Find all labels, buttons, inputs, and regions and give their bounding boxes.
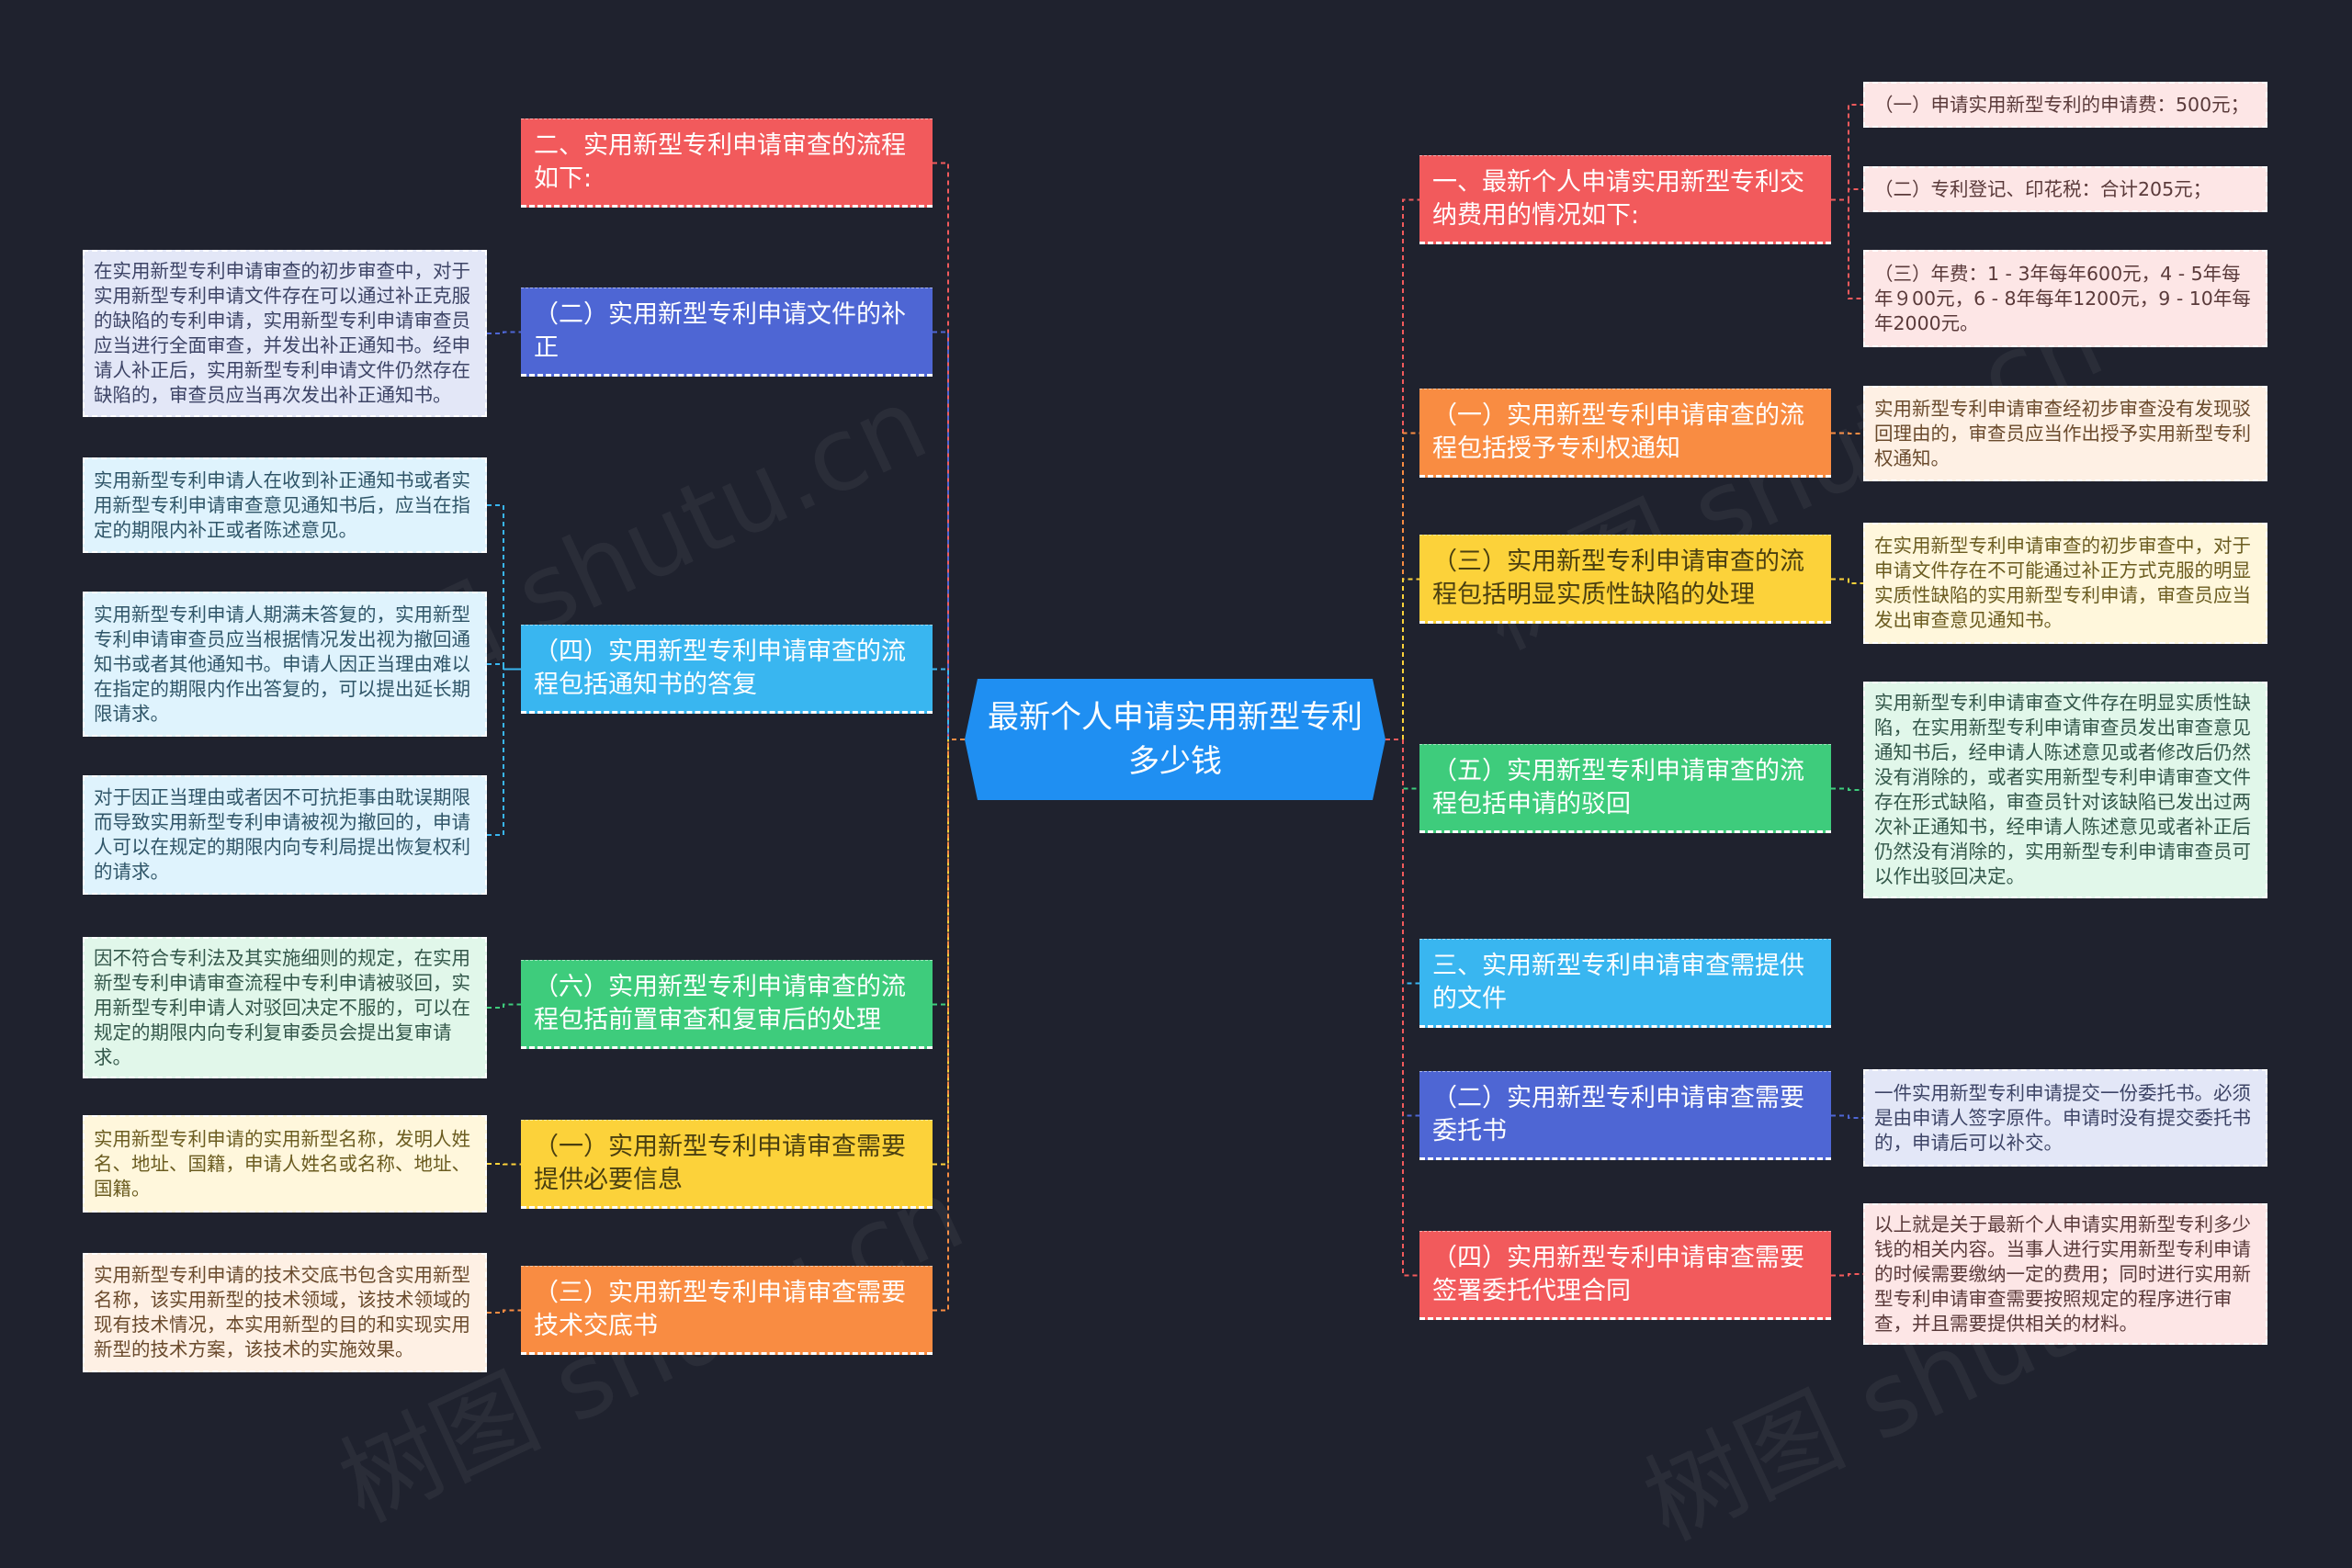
leaf-text: （二）专利登记、印花税：合计205元； xyxy=(1874,177,2212,200)
leaf-text: 对于因正当理由或者因不可抗拒事由耽误期限而导致实用新型专利申请被视为撤回的，申请… xyxy=(94,786,470,883)
leaf-summary[interactable]: 以上就是关于最新个人申请实用新型专利多少钱的相关内容。当事人进行实用新型专利申请… xyxy=(1863,1203,2267,1345)
leaf-restoration-request[interactable]: 对于因正当理由或者因不可抗拒事由耽误期限而导致实用新型专利申请被视为撤回的，申请… xyxy=(83,775,487,895)
leaf-text: （一）申请实用新型专利的申请费：500元； xyxy=(1874,93,2250,116)
branch-fees[interactable]: 一、最新个人申请实用新型专利交纳费用的情况如下: xyxy=(1419,155,1831,244)
branch-label: （一）实用新型专利申请审查的流程包括授予专利权通知 xyxy=(1432,400,1804,463)
leaf-correction-detail[interactable]: 在实用新型专利申请审查的初步审查中，对于实用新型专利申请文件存在可以通过补正克服… xyxy=(83,250,487,417)
branch-reexamination[interactable]: （六）实用新型专利申请审查的流程包括前置审查和复审后的处理 xyxy=(521,960,933,1049)
connector-line xyxy=(1831,104,1863,201)
leaf-annual-fee[interactable]: （三）年费：1 - 3年每年600元，4 - 5年每年９00元，6 - 8年每年… xyxy=(1863,250,2267,347)
leaf-rejection-detail[interactable]: 实用新型专利申请审查文件存在明显实质性缺陷，在实用新型专利申请审查员发出审查意见… xyxy=(1863,682,2267,898)
connector-line xyxy=(933,668,949,739)
connector-line xyxy=(1402,739,1419,1117)
connector-line xyxy=(1402,432,1419,739)
leaf-defect-detail[interactable]: 在实用新型专利申请审查的初步审查中，对于申请文件存在不可能通过补正方式克服的明显… xyxy=(1863,523,2267,644)
branch-document-correction[interactable]: （二）实用新型专利申请文件的补正 xyxy=(521,288,933,377)
branch-label: （三）实用新型专利申请审查的流程包括明显实质性缺陷的处理 xyxy=(1432,547,1804,609)
branch-label: （二）实用新型专利申请文件的补正 xyxy=(534,299,906,362)
leaf-disclosure-content[interactable]: 实用新型专利申请的技术交底书包含实用新型名称，该实用新型的技术领域，该技术领域的… xyxy=(83,1253,487,1372)
branch-label: （二）实用新型专利申请审查需要委托书 xyxy=(1432,1083,1804,1145)
connector-line xyxy=(933,739,949,1312)
branch-label: 三、实用新型专利申请审查需提供的文件 xyxy=(1432,951,1804,1013)
connector-line xyxy=(487,1003,521,1009)
connector-lines xyxy=(487,104,1863,1314)
branch-label: （三）实用新型专利申请审查需要技术交底书 xyxy=(534,1278,906,1340)
leaf-text: 以上就是关于最新个人申请实用新型专利多少钱的相关内容。当事人进行实用新型专利申请… xyxy=(1874,1213,2251,1335)
branch-substantive-defects[interactable]: （三）实用新型专利申请审查的流程包括明显实质性缺陷的处理 xyxy=(1419,535,1831,624)
connector-line xyxy=(1831,198,1863,299)
connector-line xyxy=(1831,1273,1863,1277)
branch-technical-disclosure[interactable]: （三）实用新型专利申请审查需要技术交底书 xyxy=(521,1266,933,1355)
leaf-application-fee[interactable]: （一）申请实用新型专利的申请费：500元； xyxy=(1863,82,2267,128)
leaf-extension-request[interactable]: 实用新型专利申请人期满未答复的，实用新型专利申请审查员应当根据情况发出视为撤回通… xyxy=(83,592,487,737)
root-topic-label: 最新个人申请实用新型专利多少钱 xyxy=(988,699,1363,780)
leaf-text: 实用新型专利申请审查文件存在明显实质性缺陷，在实用新型专利申请审查员发出审查意见… xyxy=(1874,692,2251,887)
branch-label: 一、最新个人申请实用新型专利交纳费用的情况如下: xyxy=(1432,167,1804,230)
leaf-registration-fee[interactable]: （二）专利登记、印花税：合计205元； xyxy=(1863,166,2267,212)
leaf-grant-detail[interactable]: 实用新型专利申请审查经初步审查没有发现驳回理由的，审查员应当作出授予实用新型专利… xyxy=(1863,386,2267,481)
connector-line xyxy=(1831,188,1863,201)
branch-process-overview[interactable]: 二、实用新型专利申请审查的流程如下: xyxy=(521,118,933,208)
branch-label: （六）实用新型专利申请审查的流程包括前置审查和复审后的处理 xyxy=(534,972,906,1034)
branch-label: 二、实用新型专利申请审查的流程如下: xyxy=(534,130,906,193)
leaf-reply-deadline[interactable]: 实用新型专利申请人在收到补正通知书或者实用新型专利申请审查意见通知书后，应当在指… xyxy=(83,457,487,553)
leaf-text: 因不符合专利法及其实施细则的规定，在实用新型专利申请审查流程中专利申请被驳回，实… xyxy=(94,946,470,1068)
connector-line xyxy=(1402,739,1419,985)
connector-line xyxy=(487,663,521,671)
leaf-text: 一件实用新型专利申请提交一份委托书。必须是由申请人签字原件。申请时没有提交委托书… xyxy=(1874,1081,2251,1154)
leaf-text: 实用新型专利申请的实用新型名称，发明人姓名、地址、国籍，申请人姓名或名称、地址、… xyxy=(94,1127,470,1200)
leaf-text: 在实用新型专利申请审查的初步审查中，对于实用新型专利申请文件存在可以通过补正克服… xyxy=(94,260,470,406)
connector-line xyxy=(1402,198,1419,739)
branch-notice-reply[interactable]: （四）实用新型专利申请审查的流程包括通知书的答复 xyxy=(521,625,933,714)
branch-required-documents[interactable]: 三、实用新型专利申请审查需提供的文件 xyxy=(1419,939,1831,1028)
connector-line xyxy=(1831,787,1863,791)
branch-required-info[interactable]: （一）实用新型专利申请审查需要提供必要信息 xyxy=(521,1120,933,1209)
leaf-text: 实用新型专利申请的技术交底书包含实用新型名称，该实用新型的技术领域，该技术领域的… xyxy=(94,1264,470,1360)
connector-line xyxy=(1831,578,1863,584)
connector-line xyxy=(1831,1114,1863,1119)
connector-line xyxy=(487,1163,521,1166)
branch-power-of-attorney[interactable]: （二）实用新型专利申请审查需要委托书 xyxy=(1419,1071,1831,1160)
root-topic[interactable]: 最新个人申请实用新型专利多少钱 xyxy=(965,679,1385,800)
connector-line xyxy=(1402,578,1419,739)
branch-label: （五）实用新型专利申请审查的流程包括申请的驳回 xyxy=(1432,756,1804,818)
connector-line xyxy=(487,1309,521,1314)
branch-agency-contract[interactable]: （四）实用新型专利申请审查需要签署委托代理合同 xyxy=(1419,1231,1831,1320)
branch-label: （四）实用新型专利申请审查需要签署委托代理合同 xyxy=(1432,1243,1804,1305)
leaf-text: 实用新型专利申请审查经初步审查没有发现驳回理由的，审查员应当作出授予实用新型专利… xyxy=(1874,397,2251,469)
connector-line xyxy=(933,739,949,1166)
connector-line xyxy=(1402,739,1419,1277)
leaf-text: （三）年费：1 - 3年每年600元，4 - 5年每年９00元，6 - 8年每年… xyxy=(1874,262,2251,334)
connector-line xyxy=(933,739,949,1006)
connector-line xyxy=(1402,739,1419,790)
connector-line xyxy=(487,331,521,334)
connector-line xyxy=(487,504,521,671)
connector-line xyxy=(487,668,521,836)
mind-map: 树图 shutu.cn 树图 shutu.cn 树图 shutu.cn 树图 s… xyxy=(83,82,2285,1562)
branch-label: （一）实用新型专利申请审查需要提供必要信息 xyxy=(534,1132,906,1194)
leaf-text: 实用新型专利申请人期满未答复的，实用新型专利申请审查员应当根据情况发出视为撤回通… xyxy=(94,603,470,725)
leaf-reexamination-request[interactable]: 因不符合专利法及其实施细则的规定，在实用新型专利申请审查流程中专利申请被驳回，实… xyxy=(83,937,487,1078)
leaf-text: 实用新型专利申请人在收到补正通知书或者实用新型专利申请审查意见通知书后，应当在指… xyxy=(94,468,470,541)
leaf-text: 在实用新型专利申请审查的初步审查中，对于申请文件存在不可能通过补正方式克服的明显… xyxy=(1874,535,2251,631)
connector-line xyxy=(933,331,949,739)
connector-line xyxy=(933,162,949,739)
branch-grant-notice[interactable]: （一）实用新型专利申请审查的流程包括授予专利权通知 xyxy=(1419,389,1831,478)
branch-rejection[interactable]: （五）实用新型专利申请审查的流程包括申请的驳回 xyxy=(1419,744,1831,833)
leaf-applicant-info[interactable]: 实用新型专利申请的实用新型名称，发明人姓名、地址、国籍，申请人姓名或名称、地址、… xyxy=(83,1115,487,1213)
leaf-attorney-detail[interactable]: 一件实用新型专利申请提交一份委托书。必须是由申请人签字原件。申请时没有提交委托书… xyxy=(1863,1069,2267,1167)
branch-label: （四）实用新型专利申请审查的流程包括通知书的答复 xyxy=(534,637,906,699)
